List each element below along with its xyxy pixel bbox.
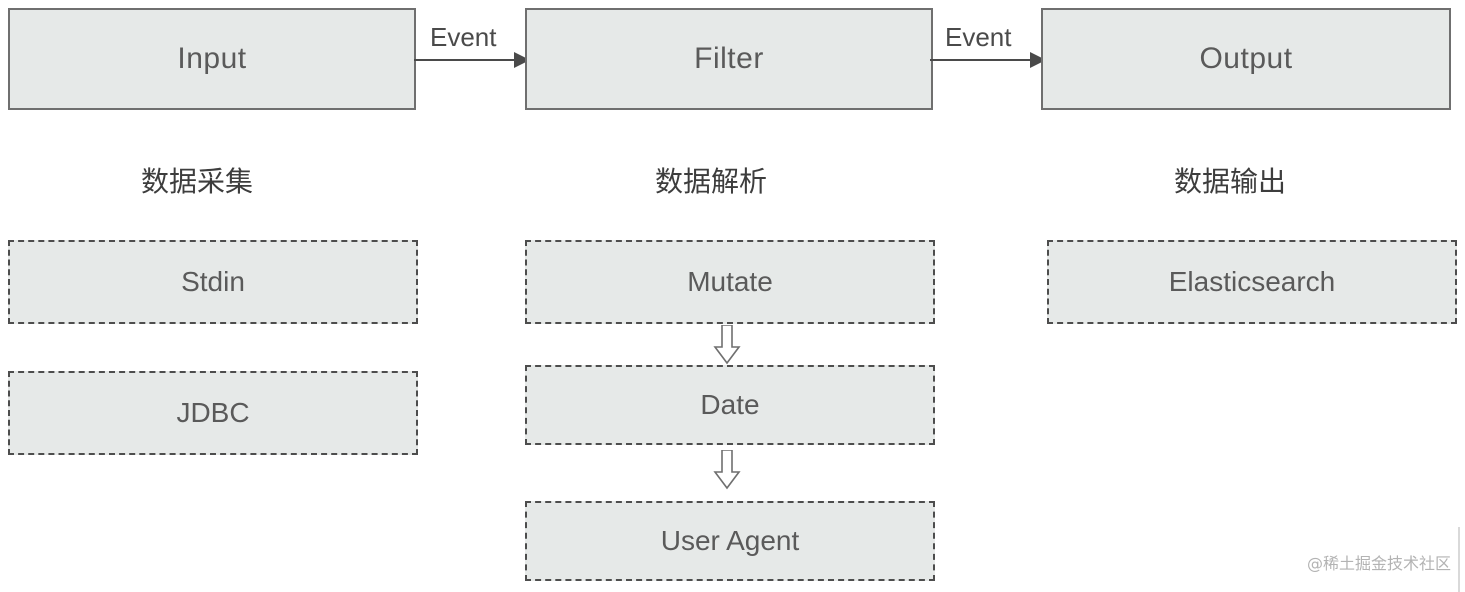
plugin-box-date: Date (525, 365, 935, 445)
edge-artifact (1458, 527, 1465, 592)
connector-label-1: Event (430, 22, 497, 52)
plugin-box-jdbc: JDBC (8, 371, 418, 455)
pipeline-box-input: Input (8, 8, 416, 110)
plugin-box-mutate: Mutate (525, 240, 935, 324)
arrow-mutate-to-date-icon (712, 325, 742, 365)
arrow-input-to-filter-icon (414, 48, 530, 72)
plugin-box-jdbc-label: JDBC (176, 397, 250, 428)
pipeline-box-input-label: Input (177, 42, 247, 75)
caption-data-output: 数据输出 (1174, 165, 1287, 198)
caption-data-parsing: 数据解析 (655, 165, 768, 198)
plugin-box-elasticsearch: Elasticsearch (1047, 240, 1457, 324)
plugin-box-elasticsearch-label: Elasticsearch (1168, 266, 1336, 297)
plugin-box-mutate-label: Mutate (687, 266, 773, 297)
arrow-filter-to-output-icon (930, 48, 1046, 72)
pipeline-box-output: Output (1041, 8, 1451, 110)
plugin-box-date-label: Date (700, 389, 760, 420)
pipeline-box-output-label: Output (1199, 42, 1293, 75)
arrow-date-to-user-agent-icon (712, 450, 742, 490)
pipeline-box-filter-label: Filter (694, 42, 764, 75)
plugin-box-user-agent-label: User Agent (660, 525, 800, 556)
connector-label-2: Event (945, 22, 1012, 52)
caption-data-collection: 数据采集 (141, 165, 254, 198)
watermark: @稀土掘金技术社区 (1306, 554, 1451, 573)
plugin-box-stdin-label: Stdin (181, 266, 245, 297)
pipeline-box-filter: Filter (525, 8, 933, 110)
plugin-box-stdin: Stdin (8, 240, 418, 324)
plugin-box-user-agent: User Agent (525, 501, 935, 581)
